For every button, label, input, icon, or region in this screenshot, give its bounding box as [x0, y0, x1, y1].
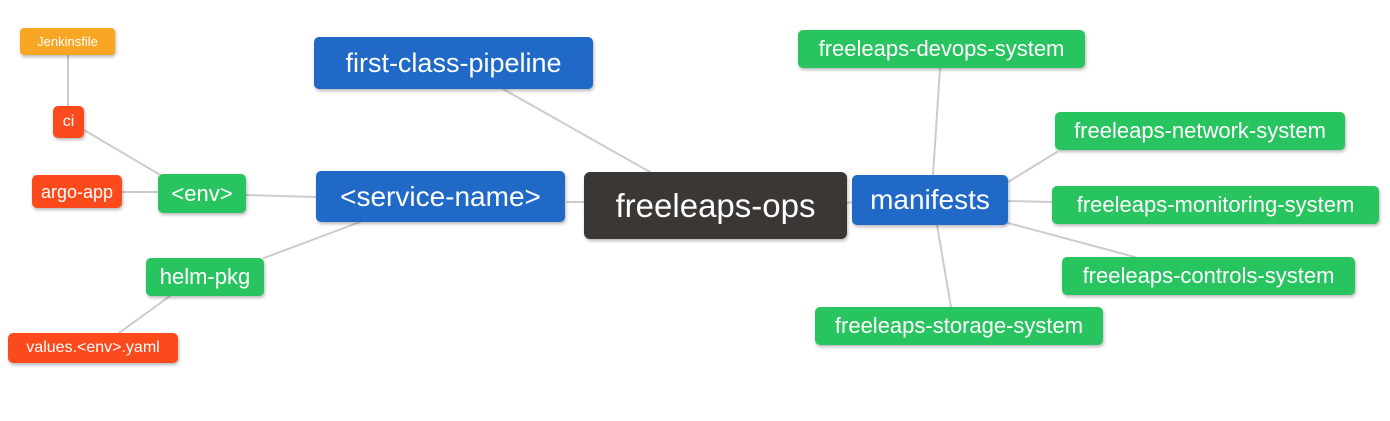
edge-freeleaps-ops-manifests — [846, 201, 853, 204]
edge-env-service-name — [245, 194, 317, 198]
edge-service-name-helm-pkg — [263, 221, 361, 259]
node-first-class-pipeline[interactable]: first-class-pipeline — [314, 37, 593, 89]
node-helm-pkg[interactable]: helm-pkg — [146, 258, 264, 296]
edge-ci-env — [83, 129, 163, 177]
node-manifests[interactable]: manifests — [852, 175, 1008, 225]
node-values-env-yaml[interactable]: values.<env>.yaml — [8, 333, 178, 363]
node-argo-app[interactable]: argo-app — [32, 175, 122, 208]
edge-manifests-storage-system — [936, 224, 952, 308]
edge-manifests-controls-system — [1007, 222, 1136, 258]
edge-manifests-network-system — [1007, 151, 1058, 183]
node-freeleaps-controls-system[interactable]: freeleaps-controls-system — [1062, 257, 1355, 295]
node-service-name[interactable]: <service-name> — [316, 171, 565, 222]
edge-helm-pkg-values-env-yaml — [118, 295, 171, 334]
node-freeleaps-devops-system[interactable]: freeleaps-devops-system — [798, 30, 1085, 68]
node-env[interactable]: <env> — [158, 174, 246, 213]
node-freeleaps-monitoring-system[interactable]: freeleaps-monitoring-system — [1052, 186, 1379, 224]
edge-first-class-pipeline-freeleaps-ops — [502, 88, 651, 173]
node-freeleaps-storage-system[interactable]: freeleaps-storage-system — [815, 307, 1103, 345]
node-jenkinsfile[interactable]: Jenkinsfile — [20, 28, 115, 55]
node-freeleaps-ops-root[interactable]: freeleaps-ops — [584, 172, 847, 239]
node-ci[interactable]: ci — [53, 106, 84, 138]
edge-manifests-monitoring-system — [1007, 200, 1053, 203]
node-freeleaps-network-system[interactable]: freeleaps-network-system — [1055, 112, 1345, 150]
edge-manifests-devops-system — [932, 67, 941, 176]
